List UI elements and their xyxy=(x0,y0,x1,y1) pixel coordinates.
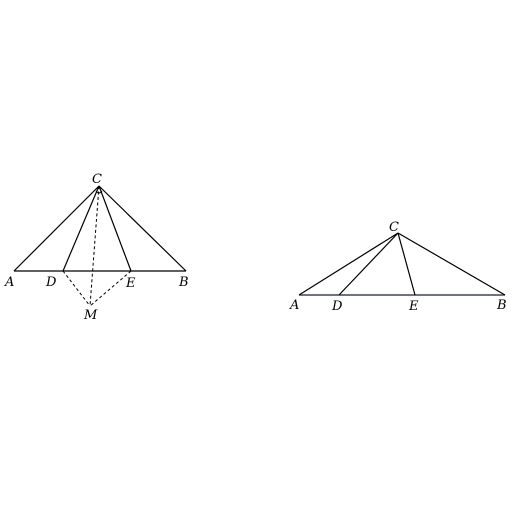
left-label-d: D xyxy=(45,275,57,290)
left-segment-dm xyxy=(62,270,91,307)
right-label-d: D xyxy=(331,299,343,314)
left-label-a: A xyxy=(4,275,14,290)
right-label-e: E xyxy=(408,299,419,314)
right-segment-cb xyxy=(397,232,506,296)
right-label-b: B xyxy=(496,298,507,313)
left-segment-cm xyxy=(89,185,100,307)
left-label-e: E xyxy=(125,276,136,291)
right-label-a: A xyxy=(289,298,299,313)
left-segment-ce xyxy=(98,185,132,272)
left-segment-ca xyxy=(13,185,100,272)
right-segment-ce xyxy=(397,232,416,296)
left-label-m: M xyxy=(83,308,98,323)
left-segment-em xyxy=(89,270,132,307)
right-segment-cd xyxy=(338,232,399,296)
right-segment-ca xyxy=(298,232,399,296)
left-angle-mark-c xyxy=(95,190,103,194)
left-segment-cd xyxy=(62,185,100,272)
left-segment-cb xyxy=(98,185,187,272)
right-label-c: C xyxy=(389,220,399,235)
left-label-c: C xyxy=(92,172,102,187)
left-label-b: B xyxy=(178,275,189,290)
left-figure: C A D E B M xyxy=(4,172,189,323)
right-figure: C A D E B xyxy=(289,220,507,314)
